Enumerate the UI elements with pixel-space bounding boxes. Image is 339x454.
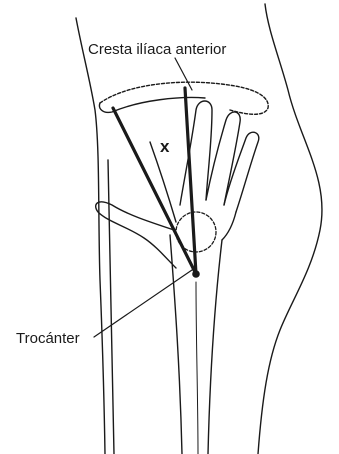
front-contour (76, 18, 105, 454)
finger-ring (224, 132, 259, 212)
arm-right-edge (208, 240, 222, 454)
angle-mark: x (160, 137, 170, 156)
trochanter-label: Trocánter (16, 330, 80, 347)
trochanter-leader (94, 270, 192, 337)
finger-index (180, 101, 212, 205)
body-outline (76, 4, 322, 454)
hand (96, 101, 259, 268)
crest-label: Cresta ilíaca anterior (88, 41, 226, 58)
arm-center-line (196, 282, 198, 454)
trochanter-point (192, 270, 200, 278)
palm-edge (222, 212, 236, 240)
crest-leader (175, 58, 192, 90)
line-vertical-to-trochanter (185, 88, 196, 274)
line-crest-to-trochanter (113, 108, 196, 274)
back-contour (258, 4, 322, 454)
